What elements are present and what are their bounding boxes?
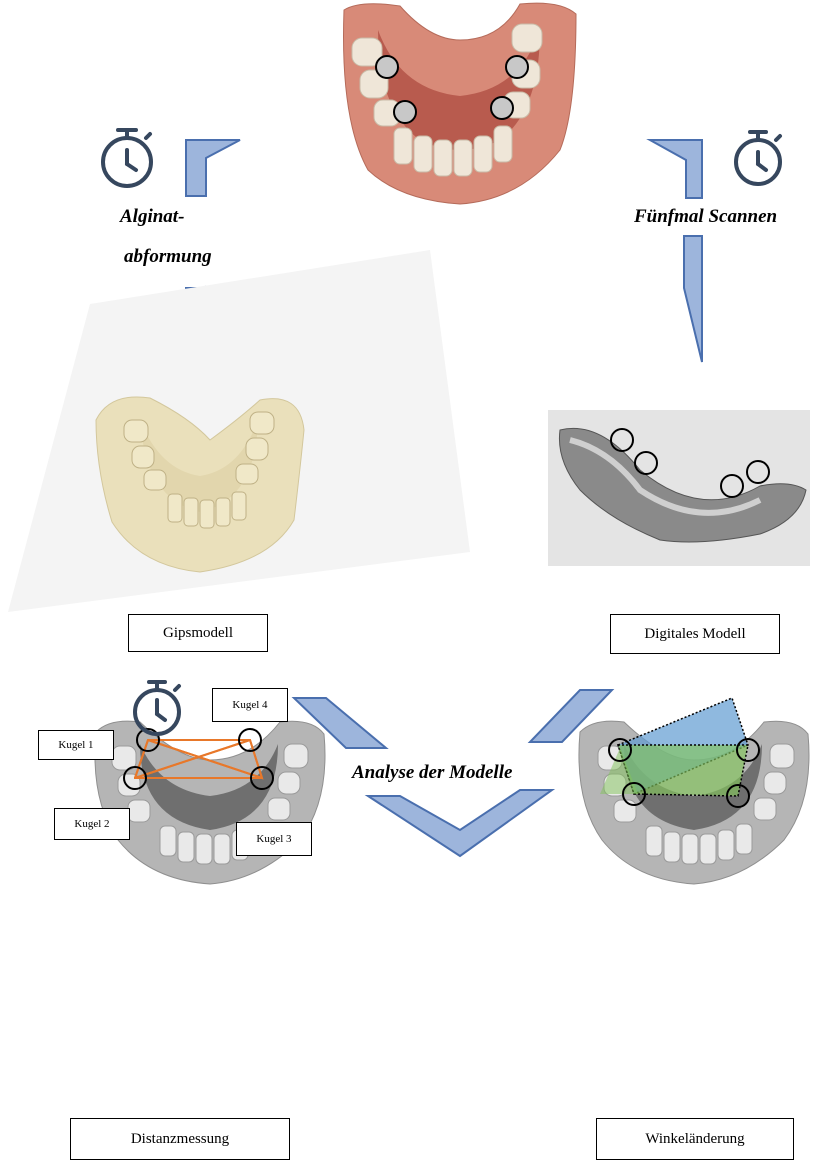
label-winkelaenderung: Winkeländerung xyxy=(596,1118,794,1160)
kugel-4-label: Kugel 4 xyxy=(212,688,288,722)
timer-icon xyxy=(135,682,179,734)
step-analyse: Analyse der Modelle xyxy=(352,762,512,784)
step-alginat-line2: abformung xyxy=(124,246,212,268)
label-digitales-modell: Digitales Modell xyxy=(610,614,780,654)
timer-icon xyxy=(736,132,780,184)
step-scannen: Fünfmal Scannen xyxy=(634,206,777,228)
step-alginat-line1: Alginat- xyxy=(120,206,184,228)
kugel-3-label: Kugel 3 xyxy=(236,822,312,856)
timer-icon xyxy=(103,130,151,186)
kugel-2-label: Kugel 2 xyxy=(54,808,130,840)
label-distanzmessung: Distanzmessung xyxy=(70,1118,290,1160)
kugel-1-label: Kugel 1 xyxy=(38,730,114,760)
label-gipsmodell: Gipsmodell xyxy=(128,614,268,652)
